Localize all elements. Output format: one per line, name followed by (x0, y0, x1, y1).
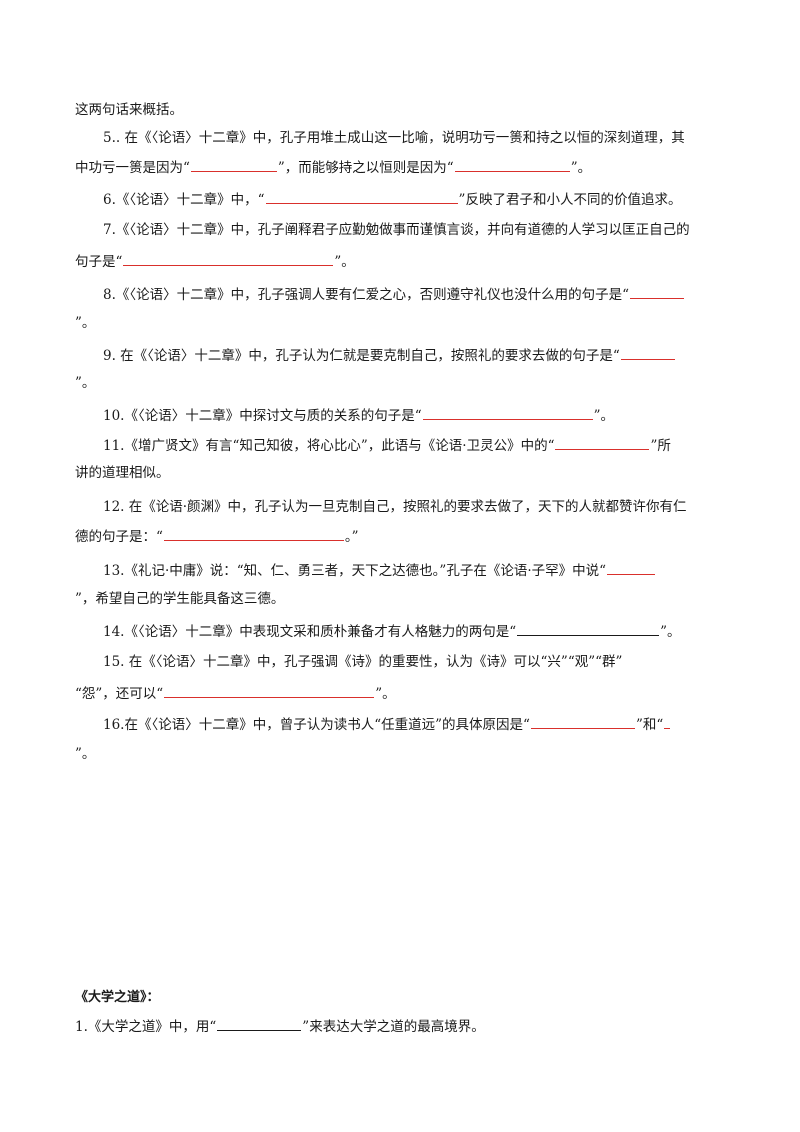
question-15-text: ”。 (375, 686, 396, 702)
question-11-line2: 讲的道理相似。 (75, 465, 170, 481)
answer-blank-7[interactable] (123, 251, 334, 266)
question-12-line1: 12. 在《论语·颜渊》中，孔子认为一旦克制自己，按照礼的要求去做了，天下的人就… (103, 499, 687, 515)
question-9-line1: 9. 在《〈论语〉十二章》中，孔子认为仁就是要克制自己，按照礼的要求去做的句子是… (103, 345, 676, 366)
question-6-text: 6.《〈论语〉十二章》中，“ (103, 192, 265, 208)
question-12-text: 德的句子是：“ (75, 529, 163, 545)
question-5-text: 中功亏一篑是因为“ (75, 160, 190, 176)
answer-blank-9[interactable] (620, 345, 675, 360)
question-10-text: ”。 (593, 408, 615, 424)
question-16-text: ”和“ (635, 717, 664, 733)
answer-blank-5b[interactable] (454, 157, 570, 172)
question-5-line1: 5.. 在《〈论语〉十二章》中，孔子用堆土成山这一比喻，说明功亏一篑和持之以恒的… (103, 130, 685, 146)
intro-tail: 这两句话来概括。 (75, 102, 183, 118)
question-10-text: 10.《〈论语〉十二章》中探讨文与质的关系的句子是“ (103, 408, 422, 424)
question-14-text: ”。 (660, 624, 681, 640)
question-13-text: 13.《礼记·中庸》说：“知、仁、勇三者，天下之达德也。”孔子在《论语·子罕》中… (103, 563, 607, 579)
question-12-line2: 德的句子是：“ 。” (75, 526, 359, 547)
answer-blank-14[interactable] (517, 621, 660, 636)
answer-blank-16a[interactable] (530, 714, 635, 729)
question-15-line2: “怨”，还可以“ ”。 (75, 683, 396, 704)
question-7-text: ”。 (334, 254, 355, 270)
question-16-line1: 16.在《〈论语〉十二章》中，曾子认为读书人“任重道远”的具体原因是“ ”和“ (103, 714, 671, 735)
answer-blank-16b[interactable] (664, 714, 671, 729)
question-9-text: 9. 在《〈论语〉十二章》中，孔子认为仁就是要克制自己，按照礼的要求去做的句子是… (103, 348, 620, 364)
question-5-text: ”，而能够持之以恒则是因为“ (277, 160, 454, 176)
answer-blank-15[interactable] (164, 683, 375, 698)
question-9-line2: ”。 (75, 375, 96, 391)
answer-blank-8[interactable] (630, 284, 685, 299)
question-14-text: 14.《〈论语〉十二章》中表现文采和质朴兼备才有人格魅力的两句是“ (103, 624, 517, 640)
daxue-question-1: 1.《大学之道》中，用“ ”来表达大学之道的最高境界。 (75, 1016, 485, 1037)
question-7-text: 句子是“ (75, 254, 123, 270)
answer-blank-11[interactable] (555, 435, 650, 450)
question-11-text: 11.《增广贤文》有言“知己知彼，将心比心”，此语与《论语·卫灵公》中的“ (103, 438, 555, 454)
question-12-text: 。” (344, 529, 359, 545)
section-heading-daxue: 《大学之道》： (75, 990, 160, 1005)
question-8-line2: ”。 (75, 315, 96, 331)
daxue-question-1-text: ”来表达大学之道的最高境界。 (302, 1019, 485, 1035)
question-11-line1: 11.《增广贤文》有言“知己知彼，将心比心”，此语与《论语·卫灵公》中的“ ”所 (103, 435, 671, 456)
question-7-line2: 句子是“ ”。 (75, 251, 355, 272)
answer-blank-12[interactable] (163, 526, 344, 541)
question-7-line1: 7.《〈论语〉十二章》中，孔子阐释君子应勤勉做事而谨慎言谈，并向有道德的人学习以… (103, 222, 690, 238)
question-8-line1: 8.《〈论语〉十二章》中，孔子强调人要有仁爱之心，否则遵守礼仪也没什么用的句子是… (103, 284, 685, 305)
question-15-line1: 15. 在《〈论语〉十二章》中，孔子强调《诗》的重要性，认为《诗》可以“兴”“观… (103, 654, 623, 670)
question-15-text: “怨”，还可以“ (75, 686, 164, 702)
question-13-line2: ”，希望自己的学生能具备这三德。 (75, 591, 285, 607)
question-5-text: ”。 (570, 160, 592, 176)
question-5-line2: 中功亏一篑是因为“ ”，而能够持之以恒则是因为“ ”。 (75, 157, 591, 178)
question-11-text: ”所 (650, 438, 671, 454)
question-13-line1: 13.《礼记·中庸》说：“知、仁、勇三者，天下之达德也。”孔子在《论语·子罕》中… (103, 560, 656, 581)
answer-blank-5a[interactable] (190, 157, 277, 172)
question-10: 10.《〈论语〉十二章》中探讨文与质的关系的句子是“ ”。 (103, 405, 614, 426)
question-6-text: ”反映了君子和小人不同的价值追求。 (458, 192, 682, 208)
daxue-question-1-text: 1.《大学之道》中，用“ (75, 1019, 217, 1035)
question-16-text: 16.在《〈论语〉十二章》中，曾子认为读书人“任重道远”的具体原因是“ (103, 717, 530, 733)
answer-blank-13[interactable] (607, 560, 656, 575)
question-8-text: 8.《〈论语〉十二章》中，孔子强调人要有仁爱之心，否则遵守礼仪也没什么用的句子是… (103, 287, 630, 303)
question-16-line2: ”。 (75, 746, 96, 762)
answer-blank-10[interactable] (422, 405, 593, 420)
question-6: 6.《〈论语〉十二章》中，“ ”反映了君子和小人不同的价值追求。 (103, 189, 681, 210)
answer-blank-6[interactable] (265, 189, 458, 204)
answer-blank-daxue-1[interactable] (217, 1016, 302, 1031)
question-14: 14.《〈论语〉十二章》中表现文采和质朴兼备才有人格魅力的两句是“ ”。 (103, 621, 681, 642)
